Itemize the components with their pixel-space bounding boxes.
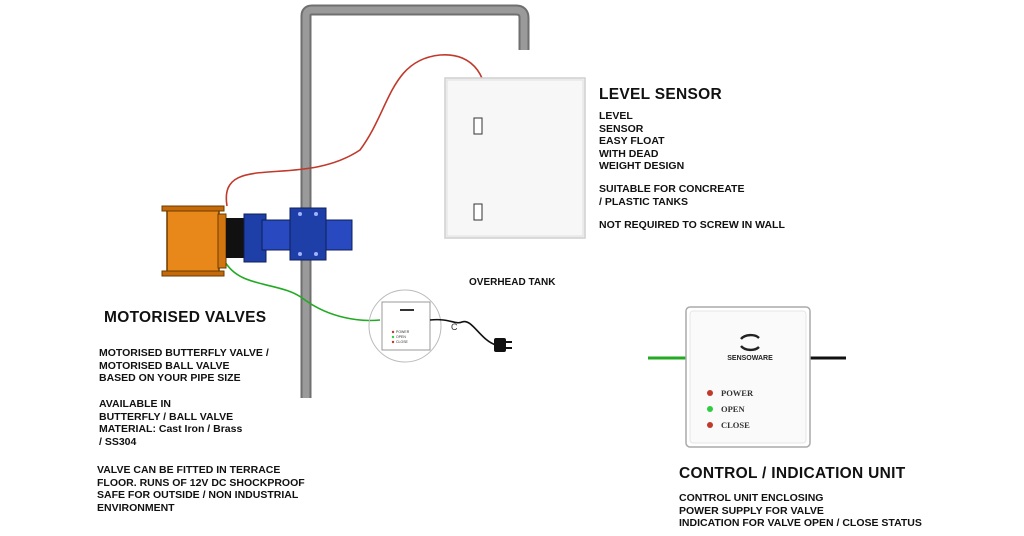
overhead-tank-label: OVERHEAD TANK (469, 277, 556, 288)
level-sensor-note: NOT REQUIRED TO SCREW IN WALL (599, 219, 785, 231)
availability-line: AVAILABLE IN (99, 398, 171, 410)
valves-desc-line: MOTORISED BUTTERFLY VALVE / (99, 347, 269, 359)
control-unit-title: CONTROL / INDICATION UNIT (679, 465, 906, 482)
level-sensor-line: EASY FLOAT (599, 135, 665, 147)
level-sensor-description: LEVEL SENSOR EASY FLOAT WITH DEAD WEIGHT… (599, 110, 684, 173)
valve-body (226, 207, 353, 263)
small-power-label: POWER (396, 330, 410, 334)
close-label: CLOSE (721, 420, 750, 430)
fitting-line: FLOOR. RUNS OF 12V DC SHOCKPROOF (97, 476, 305, 489)
fitting-line: SAFE FOR OUTSIDE / NON INDUSTRIAL (97, 489, 299, 501)
level-sensor-title: LEVEL SENSOR (599, 86, 723, 103)
level-sensor-suitability: SUITABLE FOR CONCREATE / PLASTIC TANKS (599, 183, 744, 208)
motorised-valves-title: MOTORISED VALVES (104, 309, 267, 326)
availability-line: MATERIAL: Cast Iron / Brass (99, 423, 243, 435)
control-unit-description: CONTROL UNIT ENCLOSING POWER SUPPLY FOR … (679, 492, 922, 530)
power-label: POWER (721, 388, 754, 398)
power-plug (494, 338, 512, 352)
level-sensor-line: WITH DEAD (599, 147, 659, 160)
small-open-label: OPEN (396, 335, 406, 339)
valves-fitting-info: VALVE CAN BE FITTED IN TERRACE FLOOR. RU… (97, 464, 305, 514)
valves-desc-line: BASED ON YOUR PIPE SIZE (99, 372, 241, 384)
availability-line: BUTTERFLY / BALL VALVE (99, 410, 234, 423)
level-sensor-line: SENSOR (599, 122, 644, 135)
power-indicator-icon (707, 390, 713, 396)
small-control-unit: POWER OPEN CLOSE (368, 289, 442, 363)
availability-line: / SS304 (99, 435, 137, 448)
control-unit: SENSOWARE POWER OPEN CLOSE (648, 306, 846, 448)
power-cord (429, 318, 497, 346)
control-desc-line: CONTROL UNIT ENCLOSING (679, 492, 824, 504)
control-desc-line: INDICATION FOR VALVE OPEN / CLOSE STATUS (679, 517, 922, 529)
overhead-tank (444, 77, 586, 239)
suitability-line: / PLASTIC TANKS (599, 195, 689, 208)
connector-label: C (451, 322, 458, 332)
float-sensor-lower (473, 203, 483, 221)
valve-cable (223, 259, 381, 322)
brand-label: SENSOWARE (727, 355, 773, 362)
level-sensor-line: LEVEL (599, 110, 633, 122)
valves-availability: AVAILABLE IN BUTTERFLY / BALL VALVE MATE… (99, 398, 242, 448)
fitting-line: VALVE CAN BE FITTED IN TERRACE (97, 464, 281, 476)
close-indicator-icon (707, 422, 713, 428)
sensoware-logo-icon (740, 333, 760, 352)
valves-description: MOTORISED BUTTERFLY VALVE / MOTORISED BA… (99, 347, 269, 385)
control-desc-line: POWER SUPPLY FOR VALVE (679, 504, 824, 517)
open-label: OPEN (721, 404, 745, 414)
float-sensor-upper (473, 117, 483, 135)
level-sensor-line: WEIGHT DESIGN (599, 160, 685, 172)
water-pipe (300, 4, 530, 398)
open-indicator-icon (707, 406, 713, 412)
small-close-label: CLOSE (396, 340, 409, 344)
valve-actuator (161, 205, 227, 277)
fitting-line: ENVIRONMENT (97, 501, 175, 514)
valves-desc-line: MOTORISED BALL VALVE (99, 359, 230, 372)
suitability-line: SUITABLE FOR CONCREATE (599, 183, 745, 195)
